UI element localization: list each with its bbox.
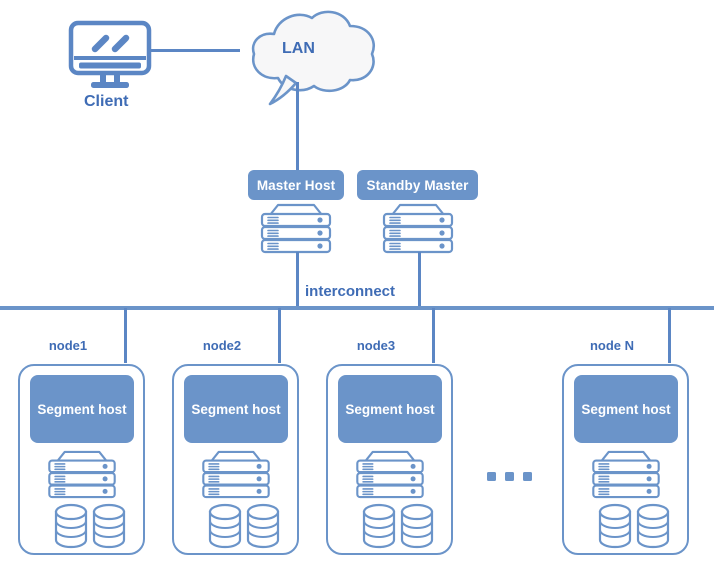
lan-to-master-link: [296, 82, 299, 172]
server-rack-icon: [378, 203, 458, 255]
master-host-label: Master Host: [256, 177, 336, 193]
database-cylinder-icon: [636, 503, 670, 549]
database-cylinder-icon: [246, 503, 280, 549]
node1-drop-link: [124, 308, 127, 363]
database-cylinder-icon: [362, 503, 396, 549]
interconnect-label: interconnect: [305, 283, 396, 300]
node3-label: node3: [356, 338, 396, 353]
node3-drop-link: [432, 308, 435, 363]
server-rack-icon: [351, 450, 429, 500]
node2-label: node2: [202, 338, 242, 353]
server-rack-icon: [197, 450, 275, 500]
node1-segment-host-box[interactable]: Segment host: [30, 375, 134, 443]
server-rack-icon: [256, 203, 336, 255]
nodeN-label: node N: [589, 338, 635, 353]
segment-host-label: Segment host: [345, 401, 435, 417]
nodeN-segment-host-box[interactable]: Segment host: [574, 375, 678, 443]
node1-label: node1: [48, 338, 88, 353]
server-rack-icon: [43, 450, 121, 500]
standby-to-interconnect-link: [418, 252, 421, 308]
node2-segment-host-box[interactable]: Segment host: [184, 375, 288, 443]
standby-master-label: Standby Master: [366, 177, 469, 193]
node3-segment-host-box[interactable]: Segment host: [338, 375, 442, 443]
server-rack-icon: [587, 450, 665, 500]
database-cylinder-icon: [54, 503, 88, 549]
segment-host-label: Segment host: [581, 401, 671, 417]
segment-host-label: Segment host: [191, 401, 281, 417]
desktop-monitor-icon: [68, 20, 160, 92]
lan-label: LAN: [282, 40, 315, 57]
standby-master-badge[interactable]: Standby Master: [357, 170, 478, 200]
client-to-lan-link: [148, 49, 240, 52]
master-to-interconnect-link: [296, 252, 299, 308]
client-label: Client: [84, 93, 129, 110]
database-cylinder-icon: [598, 503, 632, 549]
master-host-badge[interactable]: Master Host: [248, 170, 344, 200]
database-cylinder-icon: [400, 503, 434, 549]
cloud-icon: [228, 6, 380, 110]
interconnect-bus: [0, 306, 714, 310]
database-cylinder-icon: [92, 503, 126, 549]
segment-host-label: Segment host: [37, 401, 127, 417]
node2-drop-link: [278, 308, 281, 363]
database-cylinder-icon: [208, 503, 242, 549]
nodeN-drop-link: [668, 308, 671, 363]
